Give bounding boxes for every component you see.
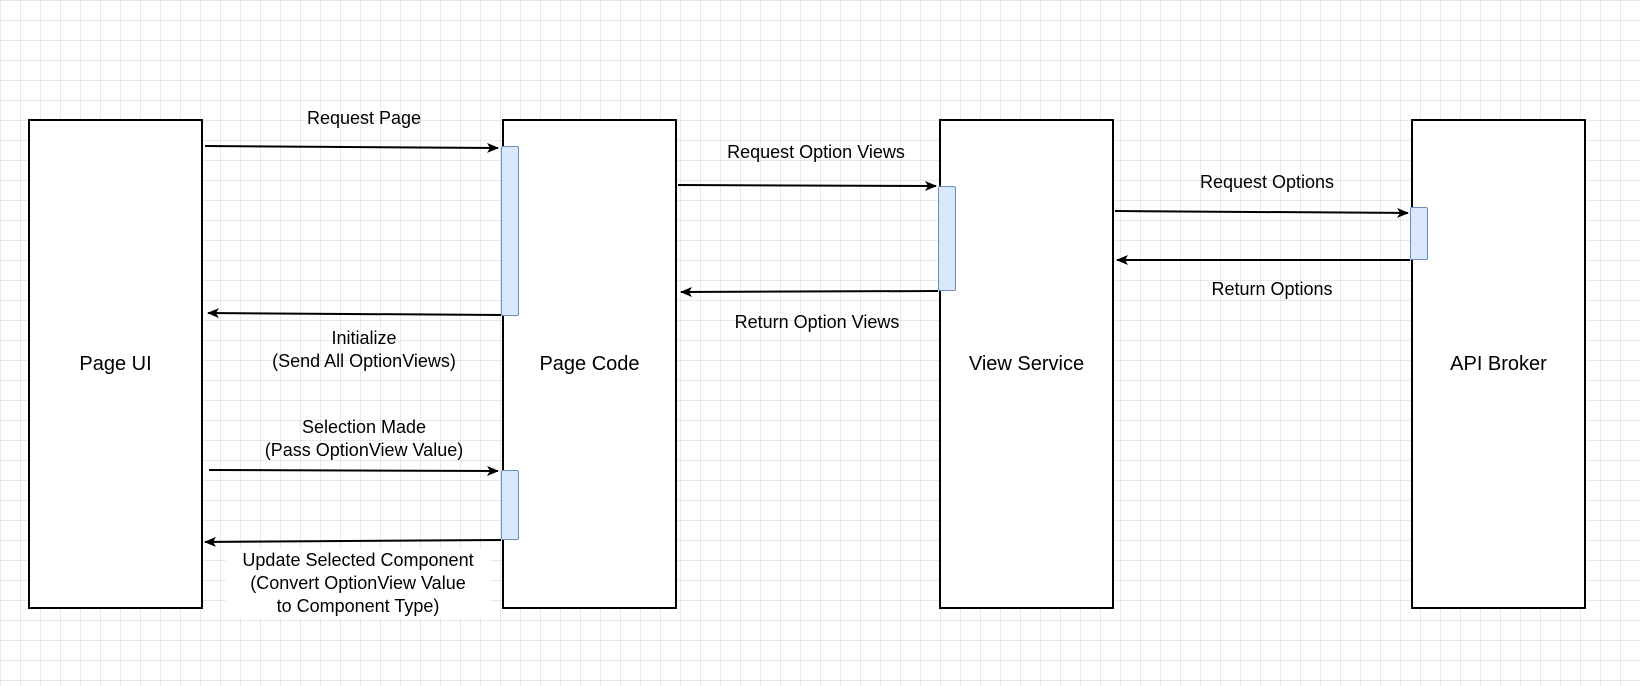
arrow-return-option-views bbox=[680, 286, 939, 297]
participant-label: Page Code bbox=[539, 352, 640, 375]
participant-page-ui[interactable]: Page UI bbox=[28, 119, 203, 609]
label-return-option-views: Return Option Views bbox=[734, 312, 900, 332]
participant-label: View Service bbox=[968, 352, 1085, 375]
participant-label: API Broker bbox=[1450, 352, 1547, 375]
activation-view-service[interactable] bbox=[938, 186, 956, 291]
participant-page-code[interactable]: Page Code bbox=[502, 119, 677, 609]
label-request-options: Request Options bbox=[1199, 172, 1335, 192]
activation-page-code-selection[interactable] bbox=[501, 470, 519, 540]
arrow-request-options bbox=[1114, 207, 1409, 218]
label-request-option-views: Request Option Views bbox=[727, 142, 905, 162]
participant-label: Page UI bbox=[79, 352, 152, 375]
label-return-options: Return Options bbox=[1211, 279, 1333, 299]
arrow-request-option-views bbox=[677, 180, 937, 191]
label-initialize: Initialize (Send All OptionViews) bbox=[272, 328, 456, 371]
arrow-selection-made bbox=[208, 465, 499, 476]
participant-api-broker[interactable]: API Broker bbox=[1411, 119, 1586, 609]
arrow-request-page bbox=[204, 142, 499, 153]
label-update-selected: Update Selected Component (Convert Optio… bbox=[226, 549, 490, 618]
participant-view-service[interactable]: View Service bbox=[939, 119, 1114, 609]
activation-page-code-init[interactable] bbox=[501, 146, 519, 316]
label-request-page: Request Page bbox=[306, 108, 422, 128]
arrow-update-selected bbox=[204, 536, 502, 547]
label-selection-made: Selection Made (Pass OptionView Value) bbox=[264, 417, 464, 460]
activation-api-broker[interactable] bbox=[1410, 207, 1428, 260]
arrow-initialize bbox=[207, 308, 502, 319]
